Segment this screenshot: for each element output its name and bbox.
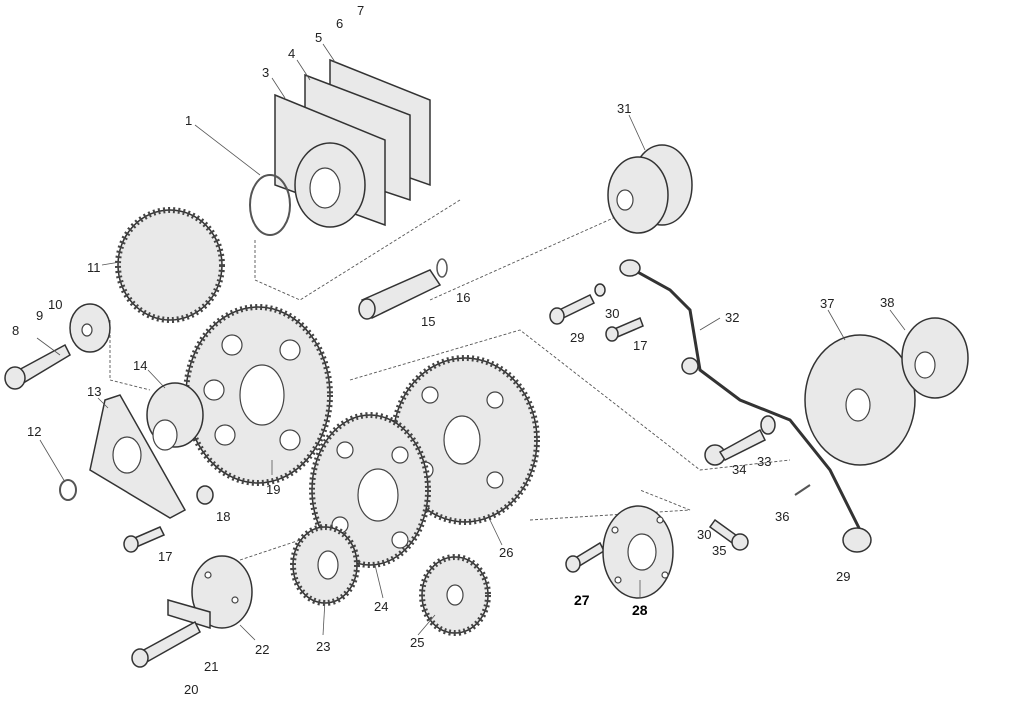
label-part-5: 5: [315, 30, 322, 45]
label-part-19: 19: [266, 482, 280, 497]
gear-19: [183, 304, 333, 486]
part-36-pin: [794, 484, 811, 496]
assembly-line: [429, 214, 621, 301]
part-17-bolt: [123, 526, 166, 553]
part-10-washer: [69, 303, 111, 353]
part-38-hub: [901, 317, 969, 399]
label-part-15: 15: [421, 314, 435, 329]
cover-plate-assembly: [249, 58, 431, 236]
part-28-flange: [602, 505, 674, 599]
label-part-10: 10: [48, 297, 62, 312]
label-part-26: 26: [499, 545, 513, 560]
gear-25: [419, 554, 491, 636]
label-part-21: 21: [204, 659, 218, 674]
part-8-bolt: [4, 343, 71, 390]
label-part-29-lower: 29: [836, 569, 850, 584]
label-part-14: 14: [133, 358, 147, 373]
label-part-27: 27: [574, 592, 590, 608]
label-part-30: 30: [605, 306, 619, 321]
part-37-disc: [804, 334, 916, 466]
label-part-38: 38: [880, 295, 894, 310]
label-part-20: 20: [184, 682, 198, 697]
gear-24: [309, 412, 431, 568]
label-part-4: 4: [288, 46, 295, 61]
label-part-31: 31: [617, 101, 631, 116]
assembly-line: [254, 199, 461, 301]
part-21-plate: [167, 599, 211, 630]
label-part-35: 35: [712, 543, 726, 558]
part-15-shaft: [358, 258, 448, 320]
part-12-ring: [59, 479, 77, 501]
label-part-9: 9: [36, 308, 43, 323]
part-34-clevis: [704, 415, 776, 466]
part-13-plate: [89, 394, 187, 519]
part-18-nut: [196, 485, 214, 505]
assembly-line: [349, 329, 791, 471]
part-35-bolt: [708, 518, 749, 551]
part-17-bolt-upper: [605, 317, 644, 342]
label-part-18: 18: [216, 509, 230, 524]
leader-lines: [36, 43, 906, 641]
part-labels: 1 3 4 5 6 7 31 11 16 15 10 9 8 30 29 17 …: [12, 3, 894, 697]
label-part-36: 36: [775, 509, 789, 524]
label-part-30-lower: 30: [697, 527, 711, 542]
gear-23: [290, 524, 360, 606]
label-part-33: 33: [757, 454, 771, 469]
gear-26: [390, 355, 540, 525]
part-29-bolt: [549, 294, 596, 325]
label-part-17: 17: [633, 338, 647, 353]
label-part-37: 37: [820, 296, 834, 311]
label-part-6: 6: [336, 16, 343, 31]
label-part-28: 28: [632, 602, 648, 618]
part-22-disc: [191, 555, 253, 629]
label-part-12: 12: [27, 424, 41, 439]
gear-11: [115, 207, 225, 323]
part-27-bolt: [565, 541, 605, 573]
label-part-11: 11: [87, 260, 101, 275]
label-part-22: 22: [255, 642, 269, 657]
assembly-line: [529, 489, 691, 521]
part-14-hub: [146, 382, 204, 451]
part-31-coupling: [607, 144, 693, 234]
label-part-25: 25: [410, 635, 424, 650]
label-part-23: 23: [316, 639, 330, 654]
label-part-17-lower: 17: [158, 549, 172, 564]
label-part-34: 34: [732, 462, 746, 477]
label-part-32: 32: [725, 310, 739, 325]
label-part-16: 16: [456, 290, 470, 305]
part-30-washer: [594, 283, 606, 297]
label-part-1: 1: [185, 113, 192, 128]
assembly-line: [239, 539, 301, 561]
part-20-bolt: [131, 620, 201, 668]
assembly-line: [109, 320, 151, 391]
label-part-29: 29: [570, 330, 584, 345]
label-part-7: 7: [357, 3, 364, 18]
label-part-13: 13: [87, 384, 101, 399]
label-part-3: 3: [262, 65, 269, 80]
label-part-8: 8: [12, 323, 19, 338]
label-part-24: 24: [374, 599, 388, 614]
part-32-linkage: [619, 259, 872, 553]
